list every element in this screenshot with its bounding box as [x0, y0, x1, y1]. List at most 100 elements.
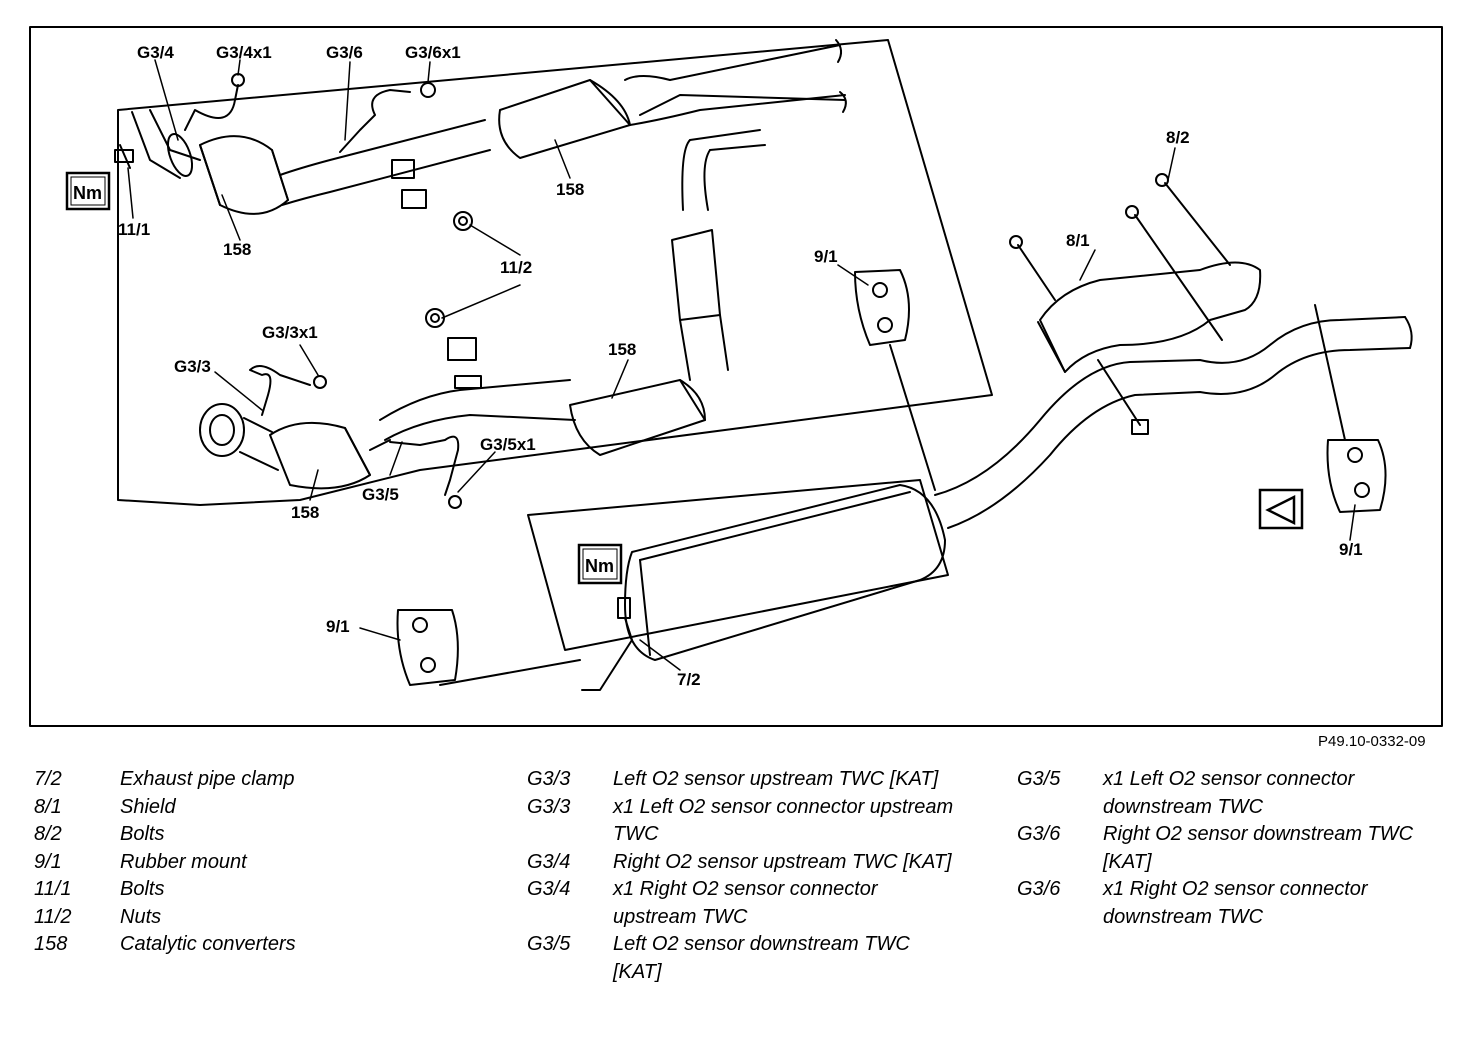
o2-sensor-left-upstream-wire [249, 365, 327, 416]
muffler [624, 484, 946, 661]
legend-entry: 7/2 Exhaust pipe clamp [34, 766, 454, 794]
bolt-11-1 [114, 144, 134, 169]
front-pipe-inset-panel [117, 39, 993, 506]
legend-desc: x1 Left O2 sensor connector downstream T… [1103, 768, 1355, 818]
legend-entry: 8/1 Shield [34, 794, 454, 822]
legend-column-3: G3/5 x1 Left O2 sensor connector downstre… [1017, 766, 1437, 931]
legend-desc: Catalytic converters [120, 933, 296, 955]
callout-g3-5x1: G3/5x1 [480, 435, 536, 454]
legend-column-2: G3/3 Left O2 sensor upstream TWC [KAT] G3… [527, 766, 957, 986]
callout-g3-4: G3/4 [137, 43, 174, 62]
callout-158-right-rear: 158 [556, 180, 584, 199]
legend-code: G3/4 [527, 850, 571, 873]
legend-desc: x1 Right O2 sensor connector downstream … [1103, 878, 1368, 928]
callout-8-1: 8/1 [1066, 231, 1090, 250]
legend-code: G3/4 [527, 878, 571, 900]
legend-entry: G3/3 Left O2 sensor upstream TWC [KAT] [527, 766, 957, 794]
callout-labels: G3/4 G3/4x1 G3/6 G3/6x1 11/1 158 158 11/… [118, 43, 1363, 689]
legend-desc: Left O2 sensor upstream TWC [KAT] [613, 768, 939, 790]
legend-entry: G3/6 Right O2 sensor downstream TWC [KAT] [1017, 821, 1437, 876]
nm-label-lower: Nm [585, 556, 614, 576]
callout-9-1-left: 9/1 [326, 617, 350, 636]
legend-desc: Right O2 sensor downstream TWC [KAT] [1103, 823, 1414, 873]
callout-8-2: 8/2 [1166, 128, 1190, 147]
nut-11-2-lower [425, 308, 445, 328]
rubber-mount-center [854, 269, 936, 491]
leader-lines [127, 59, 1356, 671]
o2-sensor-left-downstream-wire [389, 435, 462, 509]
legend-desc: Right O2 sensor upstream TWC [KAT] [613, 850, 952, 873]
catalytic-converter-left-2 [379, 379, 706, 456]
legend-entry: G3/3 x1 Left O2 sensor connector upstream… [527, 794, 957, 849]
o2-sensor-right-downstream-wire [339, 82, 436, 153]
callout-g3-6: G3/6 [326, 43, 363, 62]
clamp-part-lower [447, 337, 482, 389]
legend-code: 7/2 [34, 768, 62, 790]
crossover-pipe [671, 129, 766, 381]
callout-9-1-center: 9/1 [814, 247, 838, 266]
rubber-mount-right [1314, 304, 1387, 513]
legend-desc: Bolts [120, 878, 165, 900]
tail-pipe [934, 316, 1413, 529]
legend-code: 11/2 [34, 905, 72, 928]
callout-158-right-front: 158 [223, 240, 251, 259]
legend-code: 158 [34, 933, 68, 955]
warning-triangle-icon [1258, 488, 1304, 530]
legend-desc: Bolts [120, 823, 165, 845]
callout-9-1-right: 9/1 [1339, 540, 1363, 559]
legend-code: G3/6 [1017, 823, 1061, 845]
legend-entry: G3/6 x1 Right O2 sensor connector downstr… [1017, 876, 1437, 931]
callout-g3-6x1: G3/6x1 [405, 43, 461, 62]
legend-code: 8/1 [34, 795, 62, 818]
catalytic-converter-right-1 [199, 135, 289, 215]
callout-g3-5: G3/5 [362, 485, 399, 504]
nut-11-2-upper [453, 211, 473, 231]
nm-label-upper: Nm [73, 183, 102, 203]
legend-entry: 9/1 Rubber mount [34, 849, 454, 877]
legend-entry: 11/2 Nuts [34, 904, 454, 932]
callout-11-1: 11/1 [118, 220, 150, 239]
legend-entry: 11/1 Bolts [34, 876, 454, 904]
callout-g3-4x1: G3/4x1 [216, 43, 272, 62]
callout-158-left-front: 158 [291, 503, 319, 522]
legend-entry: G3/4 Right O2 sensor upstream TWC [KAT] [527, 849, 957, 877]
legend-desc: Shield [120, 795, 176, 818]
legend-code: G3/5 [1017, 768, 1061, 790]
callout-g3-3: G3/3 [174, 357, 211, 376]
catalytic-converter-left-1 [199, 403, 391, 490]
rubber-mount-left [396, 609, 581, 686]
callout-158-left-rear: 158 [608, 340, 636, 359]
exhaust-system-diagram: Nm Nm G3/4 G3/4x1 G3/6 G3/6x1 11/1 158 1… [29, 26, 1443, 727]
callout-11-2: 11/2 [500, 258, 532, 277]
legend-entry: G3/5 x1 Left O2 sensor connector downstre… [1017, 766, 1437, 821]
legend-desc: x1 Left O2 sensor connector upstream TWC [613, 795, 954, 846]
legend-entry: 158 Catalytic converters [34, 931, 454, 959]
exhaust-pipe-clamp [581, 597, 633, 691]
legend-desc: Nuts [120, 905, 162, 928]
legend-desc: Rubber mount [120, 850, 247, 873]
legend-code: G3/3 [527, 795, 571, 818]
catalytic-converter-right-2 [498, 39, 847, 159]
figure-id: P49.10-0332-09 [1318, 733, 1426, 750]
legend-desc: x1 Right O2 sensor connector upstream TW… [613, 878, 878, 928]
clamp-part-upper [391, 159, 427, 209]
legend-code: G3/3 [527, 768, 571, 790]
legend-entry: 8/2 Bolts [34, 821, 454, 849]
legend-entry: G3/4 x1 Right O2 sensor connector upstrea… [527, 876, 957, 931]
heat-shield [1037, 261, 1262, 373]
legend-code: 11/1 [34, 878, 72, 900]
right-front-pipe [131, 109, 491, 206]
legend-code: 9/1 [34, 850, 62, 873]
torque-symbol-lower: Nm [577, 543, 623, 585]
legend-code: G3/5 [527, 933, 571, 955]
callout-7-2: 7/2 [677, 670, 701, 689]
bolts-8-2 [1009, 173, 1231, 435]
legend-code: 8/2 [34, 823, 62, 845]
muffler-inset-panel [527, 479, 949, 651]
callout-g3-3x1: G3/3x1 [262, 323, 318, 342]
legend-code: G3/6 [1017, 878, 1061, 900]
legend-desc: Exhaust pipe clamp [120, 768, 295, 790]
torque-symbol-upper: Nm [65, 171, 111, 211]
